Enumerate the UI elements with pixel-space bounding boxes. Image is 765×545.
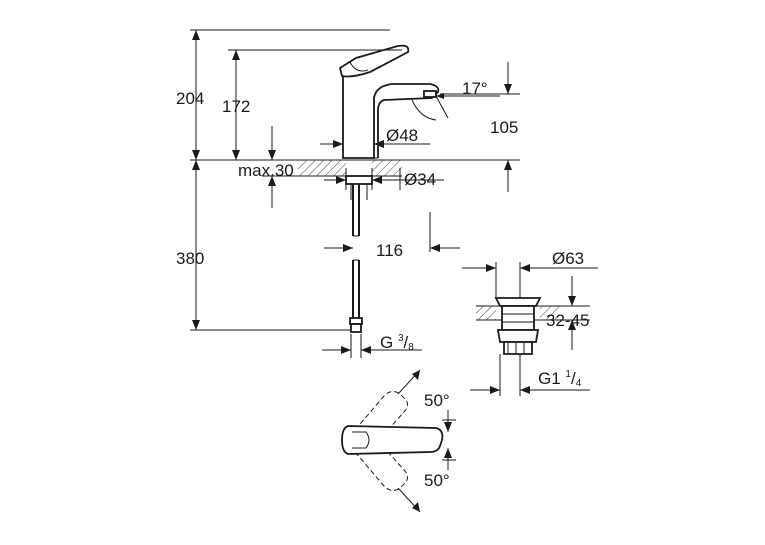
pop-up-waste: [476, 297, 560, 355]
svg-text:G1 1/4: G1 1/4: [538, 369, 582, 389]
dim-label-34: Ø34: [404, 170, 436, 189]
reference-lines: [190, 29, 520, 331]
dim-label-48: Ø48: [386, 126, 418, 145]
waste-thread-numerator: 1: [565, 369, 571, 380]
dim-380: 380: [176, 160, 204, 330]
dim-label-63: Ø63: [552, 249, 584, 268]
dim-63: Ø63: [462, 249, 598, 298]
dim-max30: max.30: [238, 126, 298, 208]
waste-thread-denominator: 4: [576, 378, 582, 389]
dim-hose-thread: G 3/8: [322, 333, 422, 358]
dim-label-380: 380: [176, 249, 204, 268]
waste-thread-slash: /: [571, 369, 576, 388]
dim-105: 105: [490, 62, 518, 192]
faucet-lever: [338, 44, 410, 78]
lever-top-view: 50° 50°: [341, 369, 456, 513]
hose-thread-prefix: G: [380, 333, 398, 352]
dim-32-45: 32-45: [546, 276, 590, 350]
hose-thread-slash: /: [404, 333, 409, 352]
dim-waste-thread: G1 1/4: [470, 354, 590, 396]
waste-thread-prefix: G1: [538, 369, 565, 388]
deck-right: [372, 160, 402, 176]
dim-204: 204: [176, 30, 204, 160]
dim-48: Ø48: [320, 126, 430, 158]
hose-thread-denominator: 8: [408, 342, 414, 353]
dim-label-32-45: 32-45: [546, 311, 589, 330]
dim-label-max30: max.30: [238, 161, 294, 180]
svg-text:G 3/8: G 3/8: [380, 333, 414, 353]
dim-label-50-bottom: 50°: [424, 471, 450, 490]
dim-label-116: 116: [376, 241, 403, 260]
dim-label-172: 172: [222, 97, 250, 116]
dim-label-50-top: 50°: [424, 391, 450, 410]
supply-hose: [349, 184, 363, 333]
faucet-body: [342, 76, 440, 159]
dim-label-17: 17°: [462, 79, 488, 98]
fixing-nut: [345, 175, 373, 185]
dim-17-deg: 17°: [436, 79, 500, 99]
hose-thread-numerator: 3: [398, 333, 404, 344]
aerator: [423, 90, 437, 98]
dim-label-105: 105: [490, 118, 518, 137]
dim-label-204: 204: [176, 89, 204, 108]
faucet-side-view: [298, 44, 449, 333]
dim-34: Ø34: [324, 168, 444, 190]
dim-172: 172: [222, 50, 250, 160]
deck-left: [298, 160, 346, 176]
dim-116: 116: [324, 212, 460, 260]
